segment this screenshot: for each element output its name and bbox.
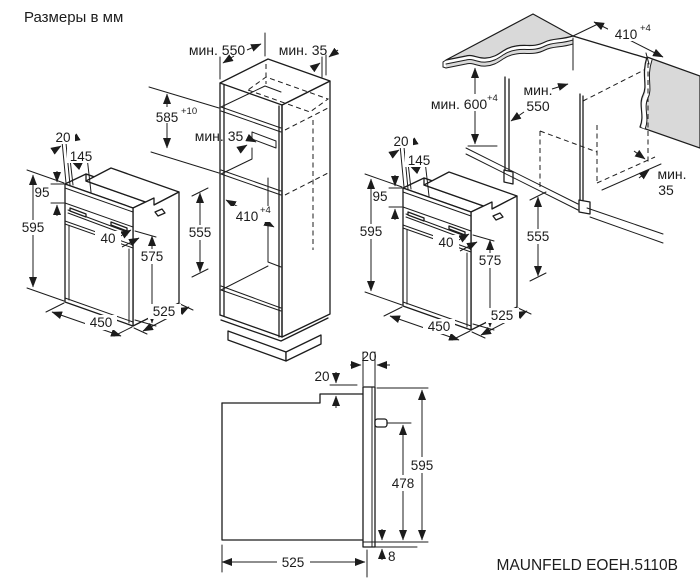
dim-base-rear-gap-line2: 35: [658, 182, 674, 198]
dim-base-niche-height: мин. 600: [431, 96, 488, 112]
dim-panel-height: 95: [372, 189, 387, 204]
dim-base-niche-width: 410: [615, 27, 638, 42]
dim-cabinet-depth: мин. 550: [189, 42, 246, 58]
oven-handle: [374, 418, 388, 428]
dim-top-clearance: 20: [314, 369, 329, 384]
dim-side-depth: 525: [282, 555, 305, 570]
dim-depth: 525: [491, 308, 514, 323]
dim-base-depth-line1: мин.: [523, 82, 552, 98]
dim-panel-depth: 145: [70, 149, 93, 164]
dim-handle-gap: 40: [438, 235, 453, 250]
dim-top-trim: 20: [393, 134, 408, 149]
dim-vent-gap: мин. 35: [195, 128, 244, 144]
dim-depth: 525: [153, 304, 176, 319]
dim-top-trim: 20: [55, 130, 70, 145]
base-cabinet-view: 410 +4 мин. 600 +4 мин. 550 мин. 35: [429, 13, 700, 244]
dim-height: 595: [360, 224, 383, 239]
tall-cabinet-view: мин. 550 мин. 35 585 +10 мин. 35 410 +4: [148, 32, 340, 362]
dim-door-top-depth: 20: [361, 349, 376, 364]
page-title: Размеры в мм: [24, 9, 123, 26]
model-name: MAUNFELD EOEH.5110B: [497, 557, 678, 574]
dim-niche-height-tolerance: +10: [181, 106, 197, 117]
dim-base-niche-height-tolerance: +4: [487, 93, 498, 104]
oven-isometric-right: 20 145 95 595 40 575 555 450 525: [357, 134, 552, 340]
dim-base-rear-gap-line1: мин.: [657, 166, 686, 182]
dim-width: 450: [428, 319, 451, 334]
dim-width: 450: [90, 315, 113, 330]
dim-height: 595: [22, 220, 45, 235]
dim-door-height: 575: [479, 253, 502, 268]
dim-niche-width: 410: [236, 209, 259, 224]
dim-body-height: 555: [527, 229, 550, 244]
dim-side-height: 595: [411, 458, 434, 473]
dim-rear-gap: мин. 35: [279, 42, 328, 58]
dim-handle-gap: 40: [100, 231, 115, 246]
dim-niche-height: 585: [156, 110, 179, 125]
dim-door-height: 575: [141, 249, 164, 264]
dim-niche-width-tolerance: +4: [260, 205, 271, 216]
dim-base-depth-line2: 550: [526, 98, 550, 114]
dim-body-height: 555: [189, 225, 212, 240]
oven-side-view: 20 20 595 478 8 525: [221, 349, 437, 578]
dim-panel-depth: 145: [408, 153, 431, 168]
dim-handle-to-bottom: 478: [392, 476, 415, 491]
dim-base-niche-width-tolerance: +4: [640, 23, 651, 34]
dim-door-overhang: 8: [388, 549, 396, 564]
dim-panel-height: 95: [34, 185, 49, 200]
oven-isometric-left: 20 145 95 595 40 575 555 450 525: [19, 130, 214, 336]
